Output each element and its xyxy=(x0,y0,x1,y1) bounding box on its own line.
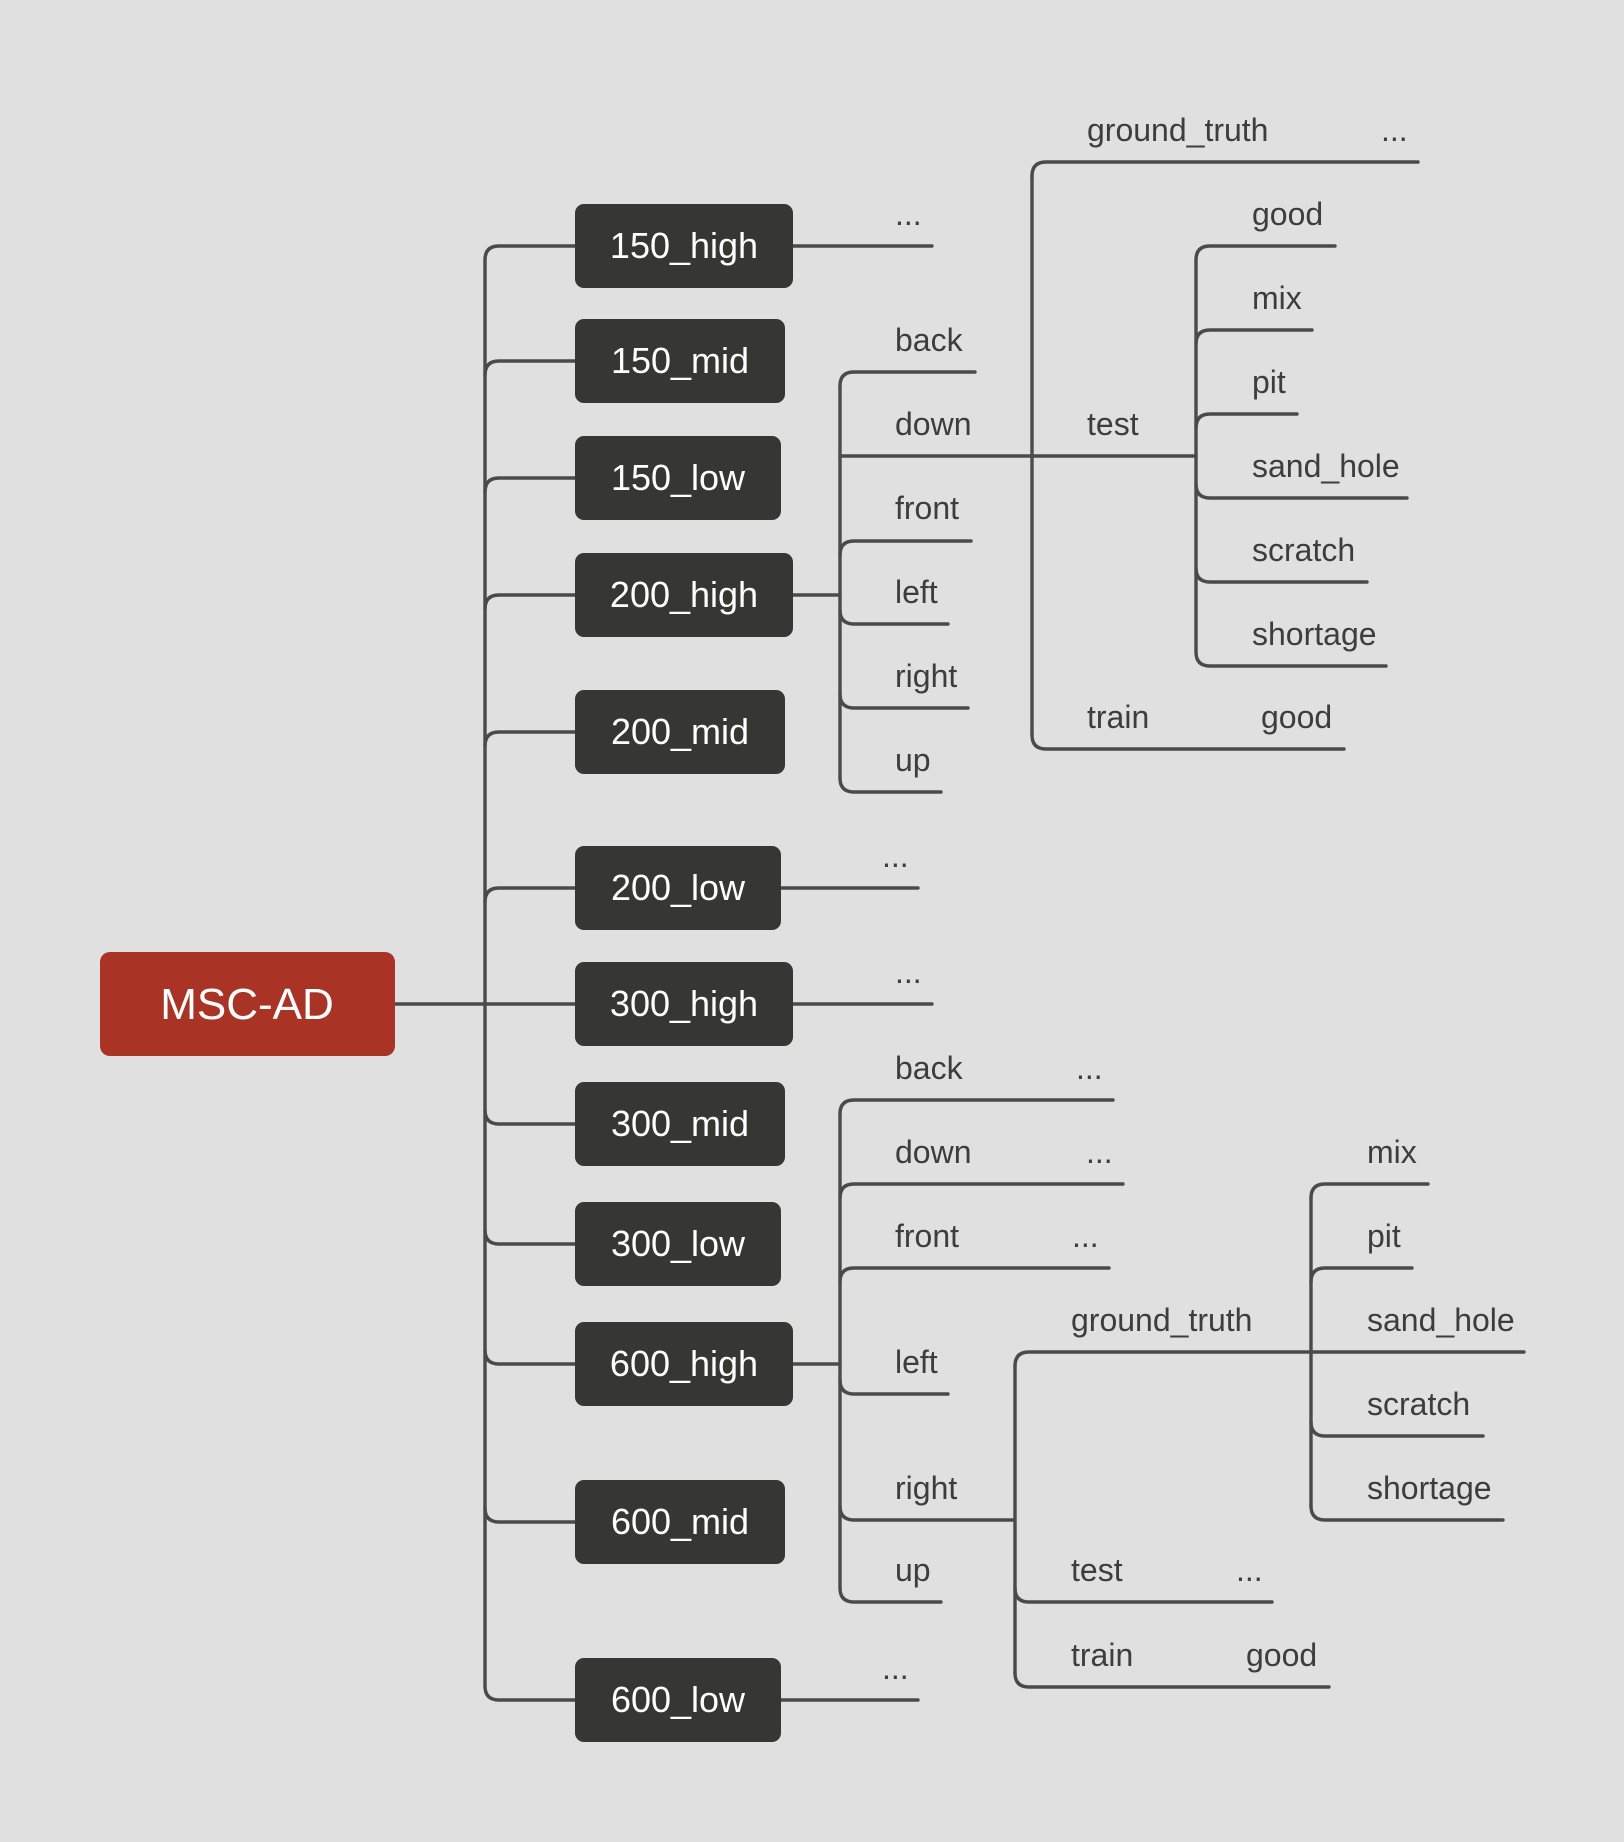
collapsed-600-low[interactable]: ... xyxy=(882,1650,909,1686)
view-down-collapsed[interactable]: ... xyxy=(1086,1134,1113,1170)
view-back-collapsed[interactable]: ... xyxy=(1076,1050,1103,1086)
test-item-sand-hole[interactable]: sand_hole xyxy=(1252,448,1400,484)
ground-truth-item-sand-hole[interactable]: sand_hole xyxy=(1367,1302,1515,1338)
level1-label: 150_low xyxy=(611,457,746,498)
train-node[interactable]: train xyxy=(1087,699,1149,735)
view-front[interactable]: front xyxy=(895,490,959,526)
ground-truth-node[interactable]: ground_truth xyxy=(1087,112,1268,148)
view-front-collapsed[interactable]: ... xyxy=(1072,1218,1099,1254)
ground-truth-item-shortage[interactable]: shortage xyxy=(1367,1470,1492,1506)
level1-node-200-high[interactable]: 200_high xyxy=(575,553,793,637)
view-down[interactable]: down xyxy=(895,406,972,442)
test-item-scratch[interactable]: scratch xyxy=(1252,532,1355,568)
level1-label: 300_low xyxy=(611,1223,746,1264)
test-node[interactable]: test xyxy=(1071,1552,1123,1588)
train-good[interactable]: good xyxy=(1261,699,1332,735)
root-node[interactable]: MSC-AD xyxy=(100,952,395,1056)
branch-600-high: back ... down ... front ... left right u… xyxy=(895,1050,1515,1673)
level1-label: 200_low xyxy=(611,867,746,908)
level1-node-300-low[interactable]: 300_low xyxy=(575,1202,781,1286)
test-item-pit[interactable]: pit xyxy=(1252,364,1286,400)
view-right[interactable]: right xyxy=(895,658,957,694)
level1-label: 600_high xyxy=(610,1343,758,1384)
view-up[interactable]: up xyxy=(895,1552,931,1588)
view-back[interactable]: back xyxy=(895,322,964,358)
level1-label: 150_mid xyxy=(611,340,749,381)
train-good[interactable]: good xyxy=(1246,1637,1317,1673)
level1-label: 200_mid xyxy=(611,711,749,752)
level1-label: 300_high xyxy=(610,983,758,1024)
level1-node-200-low[interactable]: 200_low xyxy=(575,846,781,930)
view-up[interactable]: up xyxy=(895,742,931,778)
test-item-good[interactable]: good xyxy=(1252,196,1323,232)
level1-label: 200_high xyxy=(610,574,758,615)
view-back[interactable]: back xyxy=(895,1050,964,1086)
ground-truth-collapsed[interactable]: ... xyxy=(1381,112,1408,148)
level1-node-600-high[interactable]: 600_high xyxy=(575,1322,793,1406)
level1-node-150-high[interactable]: 150_high xyxy=(575,204,793,288)
root-label: MSC-AD xyxy=(160,980,334,1029)
view-down[interactable]: down xyxy=(895,1134,972,1170)
test-item-shortage[interactable]: shortage xyxy=(1252,616,1377,652)
level1-label: 150_high xyxy=(610,225,758,266)
ground-truth-node[interactable]: ground_truth xyxy=(1071,1302,1252,1338)
view-right[interactable]: right xyxy=(895,1470,957,1506)
collapsed-300-high[interactable]: ... xyxy=(895,954,922,990)
collapsed-150-high[interactable]: ... xyxy=(895,196,922,232)
view-front[interactable]: front xyxy=(895,1218,959,1254)
level1-node-300-high[interactable]: 300_high xyxy=(575,962,793,1046)
connector-lines xyxy=(393,160,1526,1702)
view-left[interactable]: left xyxy=(895,574,938,610)
level1-node-150-mid[interactable]: 150_mid xyxy=(575,319,785,403)
level1-node-200-mid[interactable]: 200_mid xyxy=(575,690,785,774)
level1-node-300-mid[interactable]: 300_mid xyxy=(575,1082,785,1166)
level1-label: 600_mid xyxy=(611,1501,749,1542)
level1-label: 600_low xyxy=(611,1679,746,1720)
level1-node-150-low[interactable]: 150_low xyxy=(575,436,781,520)
test-collapsed[interactable]: ... xyxy=(1236,1552,1263,1588)
ground-truth-item-scratch[interactable]: scratch xyxy=(1367,1386,1470,1422)
collapsed-200-low[interactable]: ... xyxy=(882,838,909,874)
train-node[interactable]: train xyxy=(1071,1637,1133,1673)
ground-truth-item-mix[interactable]: mix xyxy=(1367,1134,1417,1170)
level1-label: 300_mid xyxy=(611,1103,749,1144)
level1-node-600-low[interactable]: 600_low xyxy=(575,1658,781,1742)
branch-200-high: back down front left right up ground_tru… xyxy=(895,112,1408,778)
test-node[interactable]: test xyxy=(1087,406,1139,442)
test-item-mix[interactable]: mix xyxy=(1252,280,1302,316)
level1-node-600-mid[interactable]: 600_mid xyxy=(575,1480,785,1564)
ground-truth-item-pit[interactable]: pit xyxy=(1367,1218,1401,1254)
view-left[interactable]: left xyxy=(895,1344,938,1380)
